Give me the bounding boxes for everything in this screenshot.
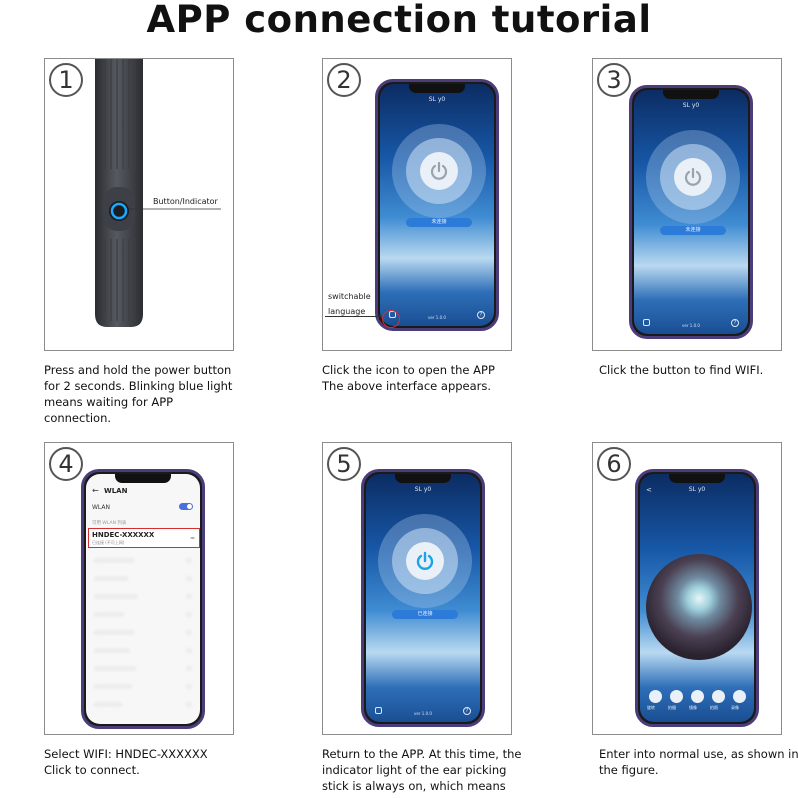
step-number: 6 xyxy=(597,447,631,481)
video-icon[interactable] xyxy=(733,690,746,703)
toggle-knob xyxy=(187,504,192,509)
wifi-settings-screen: ← WLAN WLAN 可用 WLAN 列表 HNDEC-XXXXXX 已连接 … xyxy=(86,474,200,724)
ear-camera-view xyxy=(646,554,752,660)
step-1-card: 1 Button/Indicator xyxy=(44,58,234,351)
app-title: SL y0 xyxy=(682,102,700,109)
step-6-caption: Enter into normal use, as shown in the f… xyxy=(599,746,798,778)
help-icon[interactable]: ? xyxy=(477,311,485,319)
power-icon xyxy=(684,167,702,186)
caption-line: Click the button to find WIFI. xyxy=(599,363,764,377)
step-6-card: 6 < SL y0 旋转 拍摄 镜像 拍照 录像 xyxy=(592,442,782,735)
app-screen: SL y0 未连接 ? ver 1.0.0 xyxy=(634,90,748,334)
version-text: ver 1.0.0 xyxy=(428,315,446,320)
phone-mockup: SL y0 未连接 ? ver 1.0.0 xyxy=(629,85,753,339)
wlan-toggle-label: WLAN xyxy=(92,504,111,511)
phone-notch xyxy=(115,474,171,483)
caption-line: Enter into normal use, as shown in xyxy=(599,747,798,761)
network-name: HNDEC-XXXXXX xyxy=(92,531,155,539)
power-icon xyxy=(430,161,448,180)
caption-line: stick is always on, which means xyxy=(322,779,506,793)
caption-line: means waiting for APP xyxy=(44,395,174,409)
step-number: 3 xyxy=(597,63,631,97)
app-title: SL y0 xyxy=(688,486,706,493)
caption-line: Click to connect. xyxy=(44,763,140,777)
step-number: 2 xyxy=(327,63,361,97)
language-icon[interactable] xyxy=(643,319,650,326)
app-screen: SL y0 已连接 ? ver 1.0.0 xyxy=(366,474,480,722)
tool-label: 旋转 xyxy=(647,705,655,710)
phone-mockup: ← WLAN WLAN 可用 WLAN 列表 HNDEC-XXXXXX 已连接 … xyxy=(81,469,205,729)
wlan-section-label: 可用 WLAN 列表 xyxy=(92,521,127,526)
step-4-caption: Select WIFI: HNDEC-XXXXXX Click to conne… xyxy=(44,746,244,778)
toolbar: 旋转 拍摄 镜像 拍照 录像 xyxy=(640,690,754,716)
network-item-selected[interactable]: HNDEC-XXXXXX 已连接 (不可上网) ≈ xyxy=(88,528,200,548)
caption-line: Select WIFI: HNDEC-XXXXXX xyxy=(44,747,208,761)
step-4-card: 4 ← WLAN WLAN 可用 WLAN 列表 HNDEC-XXXXXX 已连… xyxy=(44,442,234,735)
caption-line: Press and hold the power button xyxy=(44,363,232,377)
caption-line: connection. xyxy=(44,411,112,425)
power-icon-active xyxy=(416,551,434,570)
caption-line: the figure. xyxy=(599,763,659,777)
shoot-icon[interactable] xyxy=(670,690,683,703)
camera-icon[interactable] xyxy=(712,690,725,703)
step-number: 4 xyxy=(49,447,83,481)
caption-line: Return to the APP. At this time, the xyxy=(322,747,522,761)
phone-notch xyxy=(409,84,465,93)
back-arrow-icon[interactable]: ← xyxy=(92,486,99,495)
step-number: 1 xyxy=(49,63,83,97)
caption-line: The above interface appears. xyxy=(322,379,492,393)
step-5-card: 5 SL y0 已连接 ? ver 1.0.0 xyxy=(322,442,512,735)
version-text: ver 1.0.0 xyxy=(682,323,700,328)
connect-status-button[interactable]: 未连接 xyxy=(660,226,726,235)
rotate-icon[interactable] xyxy=(649,690,662,703)
connect-status-button[interactable]: 未连接 xyxy=(406,218,472,227)
help-icon[interactable]: ? xyxy=(731,319,739,327)
tool-label: 拍摄 xyxy=(668,705,676,710)
caption-line: indicator light of the ear picking xyxy=(322,763,507,777)
step-number: 5 xyxy=(327,447,361,481)
back-arrow-icon[interactable]: < xyxy=(646,486,652,494)
language-callout-line xyxy=(325,316,382,317)
caption-line: Click the icon to open the APP xyxy=(322,363,495,377)
step-2-caption: Click the icon to open the APP The above… xyxy=(322,362,522,394)
page-title: APP connection tutorial xyxy=(146,0,652,41)
language-callout: switchable language xyxy=(328,289,371,319)
tool-label: 录像 xyxy=(731,705,739,710)
phone-notch xyxy=(663,90,719,99)
indicator-callout: Button/Indicator xyxy=(153,197,218,206)
phone-mockup: < SL y0 旋转 拍摄 镜像 拍照 录像 xyxy=(635,469,759,727)
wlan-header: WLAN xyxy=(104,487,128,495)
step-1-caption: Press and hold the power button for 2 se… xyxy=(44,362,244,426)
phone-notch xyxy=(395,474,451,483)
wlan-toggle[interactable] xyxy=(179,503,193,510)
phone-notch xyxy=(669,474,725,483)
caption-line: for 2 seconds. Blinking blue light xyxy=(44,379,233,393)
language-highlight xyxy=(382,310,400,328)
camera-view-screen: < SL y0 旋转 拍摄 镜像 拍照 录像 xyxy=(640,474,754,722)
step-5-caption: Return to the APP. At this time, the ind… xyxy=(322,746,522,798)
tool-label: 镜像 xyxy=(689,705,697,710)
app-title: SL y0 xyxy=(428,96,446,103)
callout-line: switchable xyxy=(328,292,371,301)
tool-label: 拍照 xyxy=(710,705,718,710)
step-3-caption: Click the button to find WIFI. xyxy=(599,362,798,378)
network-status: 已连接 (不可上网) xyxy=(92,540,125,545)
app-screen: SL y0 未连接 ? ver 1.0.0 xyxy=(380,84,494,326)
language-icon[interactable] xyxy=(375,707,382,714)
app-title: SL y0 xyxy=(414,486,432,493)
version-text: ver 1.0.0 xyxy=(414,711,432,716)
callout-line: language xyxy=(328,307,366,316)
step-2-card: 2 SL y0 未连接 ? ver 1.0.0 switchable langu… xyxy=(322,58,512,351)
help-icon[interactable]: ? xyxy=(463,707,471,715)
phone-mockup: SL y0 已连接 ? ver 1.0.0 xyxy=(361,469,485,727)
ear-stick-device xyxy=(95,59,221,327)
wifi-signal-icon: ≈ xyxy=(189,535,195,542)
mirror-icon[interactable] xyxy=(691,690,704,703)
phone-mockup: SL y0 未连接 ? ver 1.0.0 xyxy=(375,79,499,331)
connect-status-button[interactable]: 已连接 xyxy=(392,610,458,619)
step-3-card: 3 SL y0 未连接 ? ver 1.0.0 xyxy=(592,58,782,351)
